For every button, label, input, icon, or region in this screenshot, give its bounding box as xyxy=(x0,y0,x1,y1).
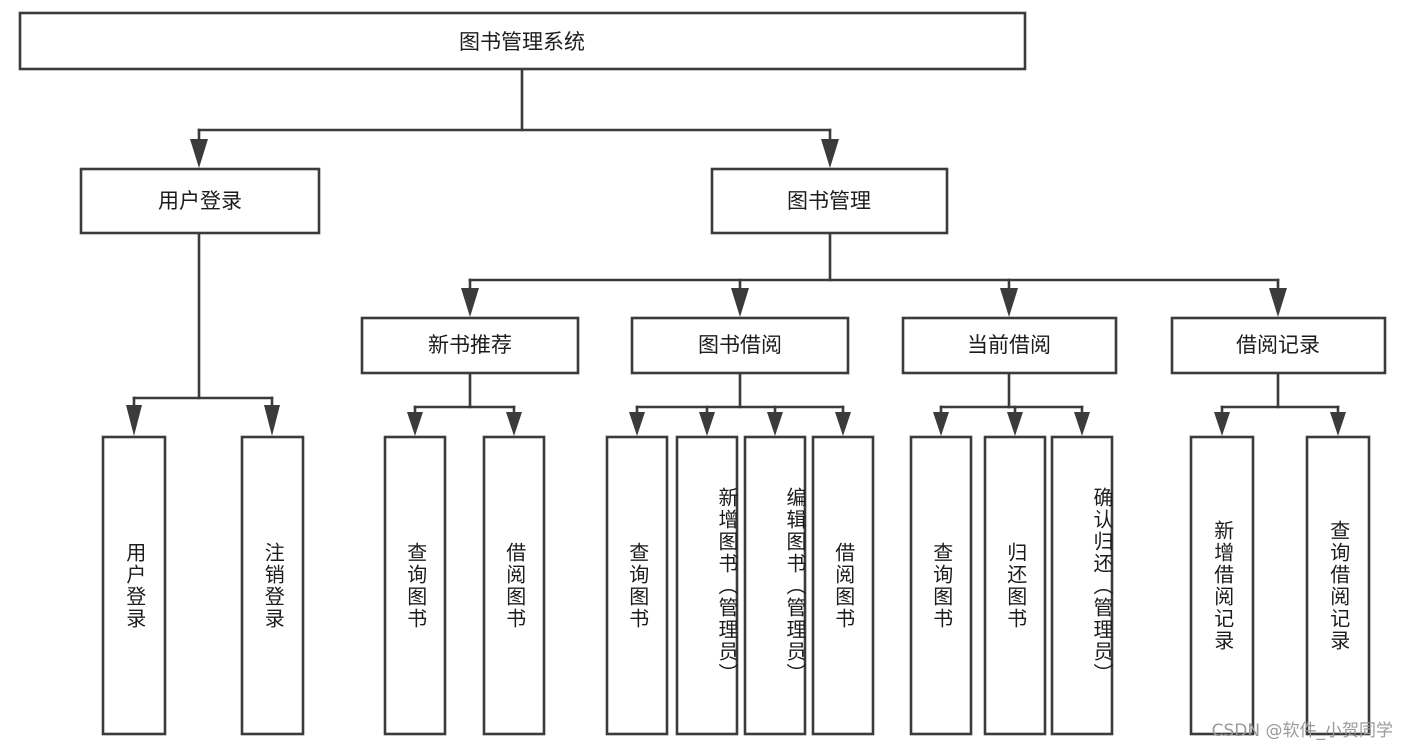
node-book-management-label: 图书管理 xyxy=(787,189,871,213)
leaf-box-add-book[interactable] xyxy=(675,435,739,736)
arrowhead-leaf-add-book xyxy=(699,412,715,436)
leaf-box-query-books-3[interactable] xyxy=(909,435,973,736)
arrowhead-leaf-borrow-books-1 xyxy=(506,412,522,436)
node-current-borrow[interactable]: 当前借阅 xyxy=(901,316,1118,375)
connector-group-user-login-to-leaves xyxy=(126,231,280,436)
leaf-box-query-books-1[interactable] xyxy=(383,435,447,736)
node-new-book-recommend[interactable]: 新书推荐 xyxy=(360,316,580,375)
node-book-borrow-rect[interactable] xyxy=(630,316,850,375)
node-book-management[interactable]: 图书管理 xyxy=(710,167,949,235)
connector-group-book-management-to-level3 xyxy=(461,231,1287,317)
arrowhead-to-book-borrow xyxy=(731,288,749,317)
connector-group-borrow-records-to-leaves xyxy=(1214,371,1346,436)
arrowhead-leaf-query-books-3 xyxy=(933,412,949,436)
arrowhead-leaf-return-book xyxy=(1007,412,1023,436)
leaf-box-user-login[interactable] xyxy=(101,435,167,736)
node-user-login-rect[interactable] xyxy=(79,167,321,235)
arrowhead-leaf-logout xyxy=(264,405,280,436)
watermark-text: CSDN @软件_小贺同学 xyxy=(1211,721,1393,741)
arrowhead-to-new-book-recommend xyxy=(461,288,479,317)
node-book-management-rect[interactable] xyxy=(710,167,949,235)
connector-group-new-book-recommend-to-leaves xyxy=(407,371,522,436)
node-borrow-records-rect[interactable] xyxy=(1170,316,1387,375)
node-book-borrow-label: 图书借阅 xyxy=(698,333,782,357)
leaf-box-confirm-return[interactable] xyxy=(1050,435,1114,736)
connector-group-root-to-level2 xyxy=(190,67,839,168)
leaf-box-return-book[interactable] xyxy=(983,435,1047,736)
arrowhead-to-user-login xyxy=(190,139,208,168)
node-borrow-records-label: 借阅记录 xyxy=(1236,333,1320,357)
arrowhead-leaf-query-books-2 xyxy=(629,412,645,436)
node-user-login-label: 用户登录 xyxy=(158,189,242,213)
leaf-box-query-record[interactable] xyxy=(1305,435,1371,736)
node-current-borrow-label: 当前借阅 xyxy=(967,333,1051,357)
leaf-box-query-books-2[interactable] xyxy=(605,435,669,736)
arrowhead-to-borrow-records xyxy=(1269,288,1287,317)
arrowhead-leaf-borrow-books-2 xyxy=(835,412,851,436)
leaf-box-borrow-books-1[interactable] xyxy=(482,435,546,736)
leaf-box-borrow-books-2[interactable] xyxy=(811,435,875,736)
connector-group-current-borrow-to-leaves xyxy=(933,371,1090,436)
arrowhead-leaf-query-record xyxy=(1330,412,1346,436)
node-root-rect[interactable] xyxy=(18,11,1027,71)
arrowhead-leaf-query-books-1 xyxy=(407,412,423,436)
node-book-borrow[interactable]: 图书借阅 xyxy=(630,316,850,375)
arrowhead-leaf-edit-book xyxy=(767,412,783,436)
leaf-box-add-record[interactable] xyxy=(1189,435,1255,736)
node-new-book-recommend-label: 新书推荐 xyxy=(428,333,512,357)
node-new-book-recommend-rect[interactable] xyxy=(360,316,580,375)
arrowhead-leaf-confirm-return xyxy=(1074,412,1090,436)
node-user-login[interactable]: 用户登录 xyxy=(79,167,321,235)
connector-group-book-borrow-to-leaves xyxy=(629,371,851,436)
node-root-label: 图书管理系统 xyxy=(459,30,585,54)
arrowhead-to-current-borrow xyxy=(1000,288,1018,317)
node-borrow-records[interactable]: 借阅记录 xyxy=(1170,316,1387,375)
leaf-box-logout[interactable] xyxy=(240,435,305,736)
arrowhead-leaf-user-login xyxy=(126,405,142,436)
node-root[interactable]: 图书管理系统 xyxy=(18,11,1027,71)
leaf-box-edit-book[interactable] xyxy=(743,435,807,736)
arrowhead-to-book-management xyxy=(821,139,839,168)
arrowhead-leaf-add-record xyxy=(1214,412,1230,436)
node-current-borrow-rect[interactable] xyxy=(901,316,1118,375)
